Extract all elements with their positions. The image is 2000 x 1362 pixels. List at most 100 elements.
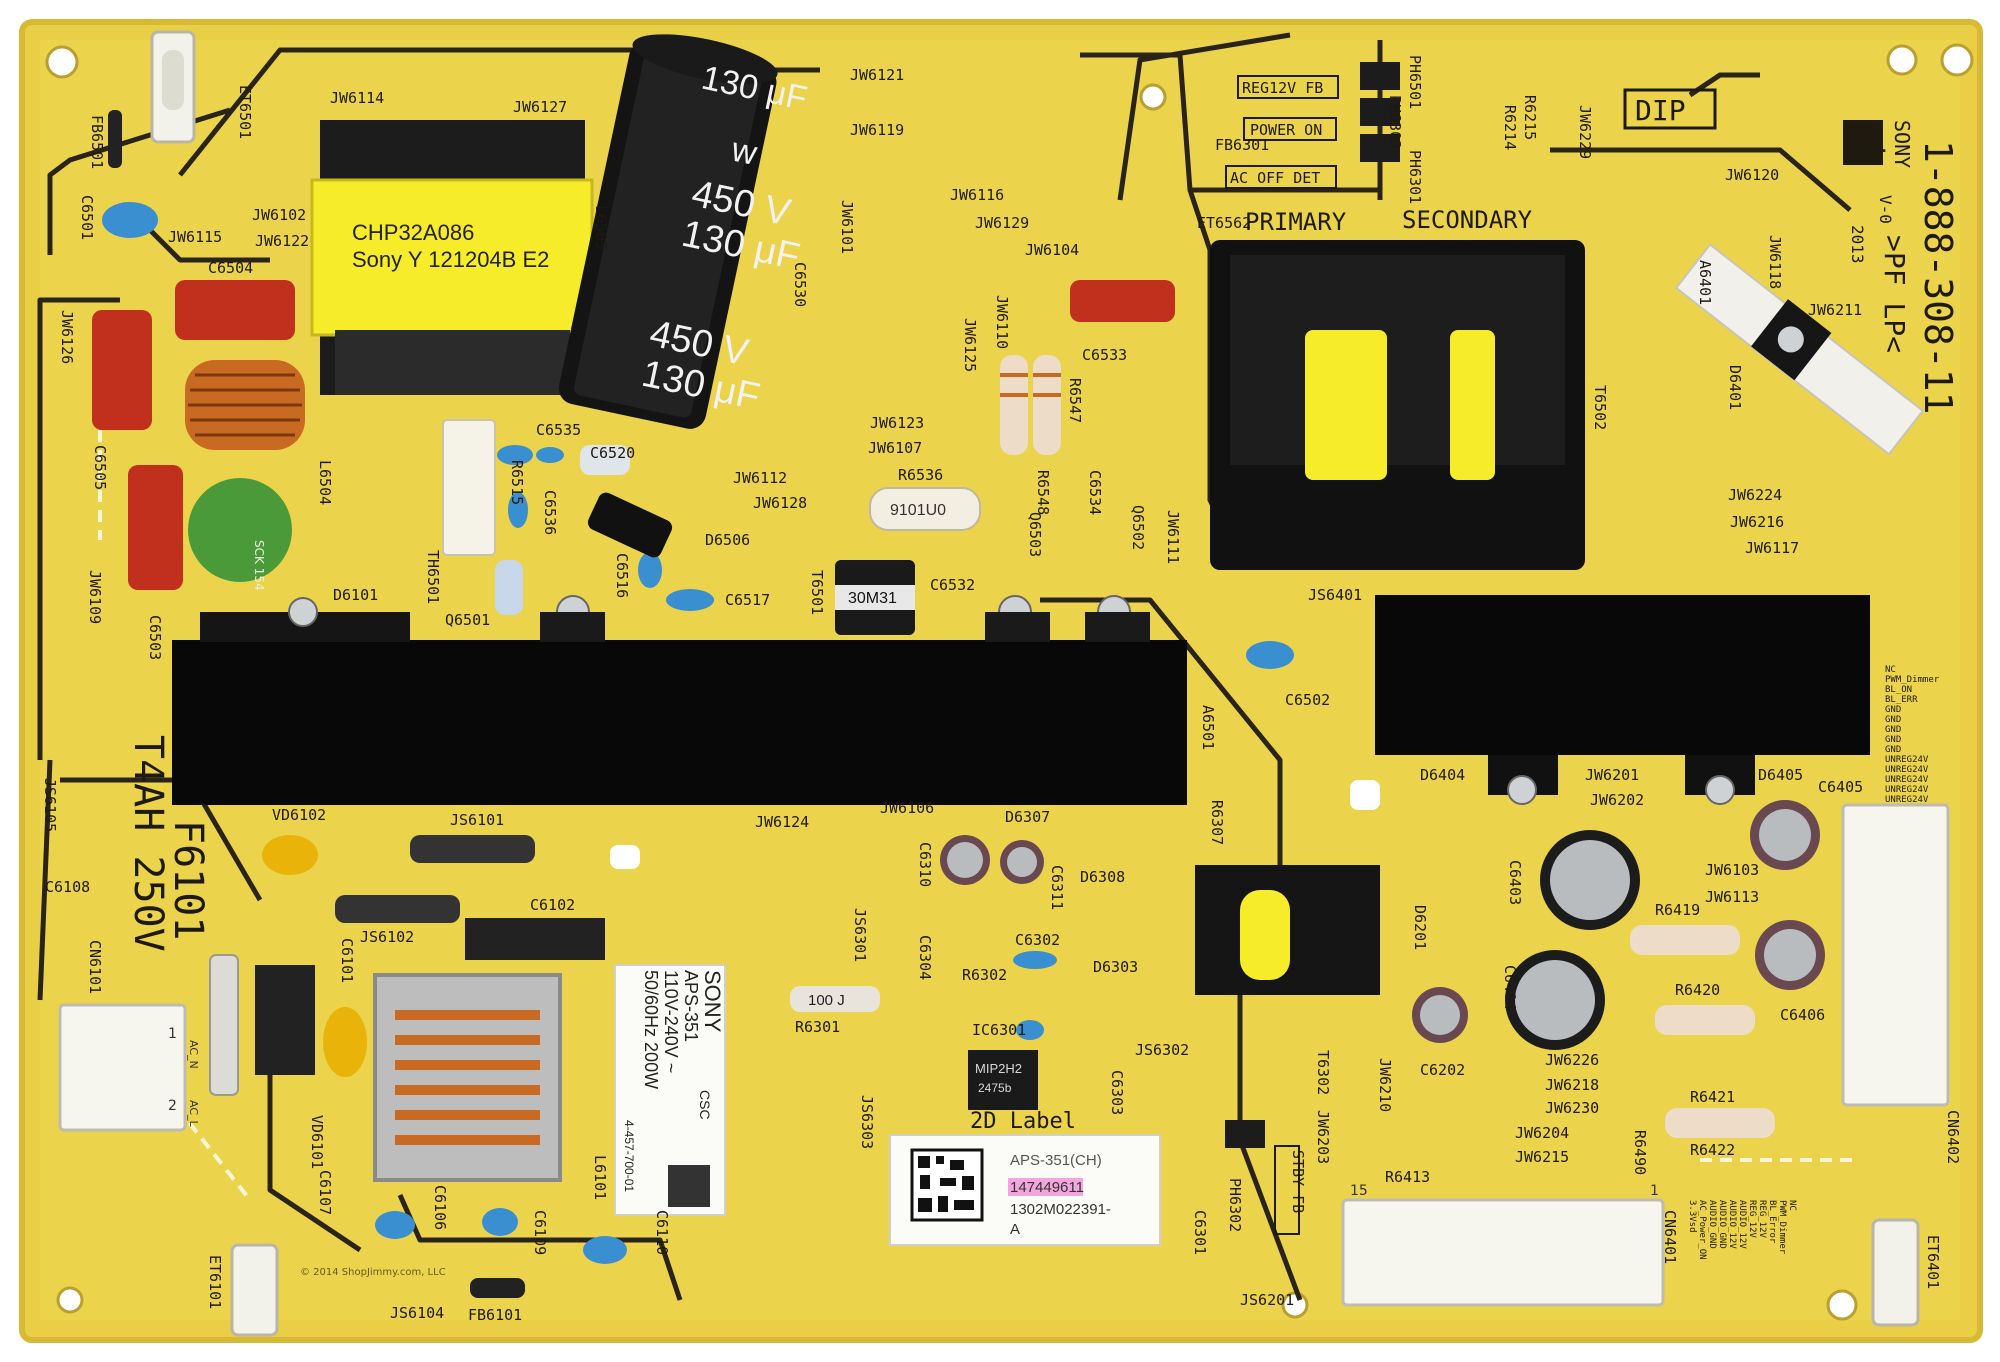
ref-label: C6301 (1191, 1210, 1209, 1255)
ref-label: JW6102 (252, 206, 306, 224)
transformer-core-right (1450, 330, 1495, 480)
pin-label: AUDIO_GND (1717, 1200, 1727, 1249)
ref-label: C6517 (725, 591, 770, 609)
pin-label: REG_12V (1747, 1200, 1757, 1239)
ref-label: CN6401 (1661, 1210, 1679, 1264)
sticker-model: APS-351 (681, 970, 701, 1042)
ref-label: C6310 (916, 842, 934, 887)
part-number: 1-888-308-11 (1916, 140, 1960, 415)
connector-cn6101 (58, 1003, 187, 1132)
pin-label: NC (1787, 1200, 1797, 1211)
ref-label: D6405 (1758, 766, 1803, 784)
ref-label: JW6210 (1376, 1058, 1394, 1112)
mounting-hole (1886, 44, 1918, 76)
ref-label: C6405 (1818, 778, 1863, 796)
pin-label: GND (1885, 745, 1901, 755)
ref-label: JW6109 (86, 570, 104, 624)
pin-label: PWM_Dimmer (1777, 1200, 1787, 1255)
ref-label: JW6111 (1164, 510, 1182, 564)
ref-label: R6302 (962, 966, 1007, 984)
ref-label: FB6101 (468, 1306, 522, 1324)
transformer-label-1: CHP32A086 (352, 220, 474, 245)
ref-label: JW6125 (961, 318, 979, 372)
mounting-hole (1940, 43, 1974, 77)
ref-label: JW6110 (993, 295, 1011, 349)
ref-label: JS6102 (360, 928, 414, 946)
transformer-label-2: Sony Y 121204B E2 (352, 247, 549, 272)
ref-label: R6515 (508, 460, 526, 505)
pin-label: NC (1885, 665, 1896, 675)
resistor-r6301-label: 100 J (808, 992, 845, 1009)
ref-label: Q6503 (1026, 512, 1044, 557)
ref-label: JW6203 (1314, 1110, 1332, 1164)
ref-label: JW6120 (1725, 166, 1779, 184)
ref-label: C6503 (146, 615, 164, 660)
sticker-serial: 4-457-700-01 (622, 1120, 636, 1192)
label-2d-model: APS-351(CH) (1010, 1152, 1102, 1169)
resistor-r6536-label: 9101U0 (890, 502, 946, 519)
inductor-label-bg (835, 585, 915, 610)
pin-label: UNREG24V (1885, 765, 1929, 775)
ref-label: JW6126 (58, 310, 76, 364)
ref-label: D6101 (333, 586, 378, 604)
thermistor-text: SCK 154 (252, 540, 266, 591)
pin-label: GND (1885, 705, 1901, 715)
heatsink-screws (288, 595, 1150, 642)
ref-label: CN6402 (1944, 1110, 1962, 1164)
board-code-box (1843, 120, 1883, 165)
ref-label: JS6104 (390, 1304, 444, 1322)
resistor-js6102 (335, 895, 460, 923)
ferrite-bead-fb6101 (470, 1278, 525, 1298)
pin-label: UNREG24V (1885, 795, 1929, 805)
cn6401-pin-1: 1 (1650, 1183, 1659, 1199)
secondary-resistors (1630, 925, 1775, 1138)
cement-resistor-r6515 (442, 419, 496, 556)
resistor-r6548 (1033, 355, 1061, 455)
ref-label: JS6301 (851, 908, 869, 962)
ref-label: A6501 (1199, 705, 1217, 750)
ref-label: JW6115 (168, 228, 222, 246)
main-transformer-inner (1230, 255, 1565, 465)
ref-label: JW6116 (950, 186, 1004, 204)
ref-label: C6404 (1501, 965, 1519, 1010)
ref-label: Q6501 (445, 611, 490, 629)
ref-label: C6109 (531, 1210, 549, 1255)
ref-label: L6504 (316, 460, 334, 505)
dip-label: DIP (1635, 94, 1686, 127)
ref-label: ET6501 (236, 85, 254, 139)
ref-label: C6304 (916, 935, 934, 980)
pin-label: PWM_Dimmer (1885, 675, 1940, 685)
label-2d-code-3: A (1010, 1221, 1020, 1238)
mounting-hole (56, 1286, 84, 1314)
ref-label: T6502 (1591, 385, 1609, 430)
secondary-heatsink (1375, 595, 1870, 755)
pin-label: GND (1885, 725, 1901, 735)
ref-label: JW6104 (1025, 241, 1079, 259)
ref-label: T6302 (1314, 1050, 1332, 1095)
resistor-r6547 (1000, 355, 1028, 455)
ref-label: C6106 (431, 1185, 449, 1230)
ref-label: JW6226 (1545, 1051, 1599, 1069)
ref-label: C6535 (536, 421, 581, 439)
ref-label: R6421 (1690, 1088, 1735, 1106)
ref-label: VD6102 (272, 806, 326, 824)
ref-label: D6303 (1093, 958, 1138, 976)
sony-spec-sticker-text: SONY APS-351 110V-240V ~ 50/60Hz 200W 4-… (622, 970, 725, 1192)
cn6401-pin-labels: NC PWM_Dimmer BL_Error REG_12V REG_12V A… (1687, 1200, 1797, 1260)
transformer-t6501-base (335, 330, 570, 395)
ref-label: JW6218 (1545, 1076, 1599, 1094)
sticker-brand: SONY (700, 970, 725, 1033)
ref-label: C6110 (653, 1210, 671, 1255)
varistor-vd6102 (262, 835, 318, 875)
ref-label: C6403 (1506, 860, 1524, 905)
ref-label: JW6101 (838, 200, 856, 254)
ref-label: R6490 (1631, 1130, 1649, 1175)
main-electrolytic-capacitor (558, 34, 778, 429)
ref-label: R6548 (1034, 470, 1052, 515)
ref-label: R6214 (1501, 105, 1519, 150)
transformer-core-left (1305, 330, 1387, 480)
fuse-rating-2: T4AH 250V (125, 735, 171, 952)
primary-heatsink (172, 640, 1187, 805)
capacitor-c6102 (465, 918, 605, 960)
ref-label: C6406 (1780, 1006, 1825, 1024)
